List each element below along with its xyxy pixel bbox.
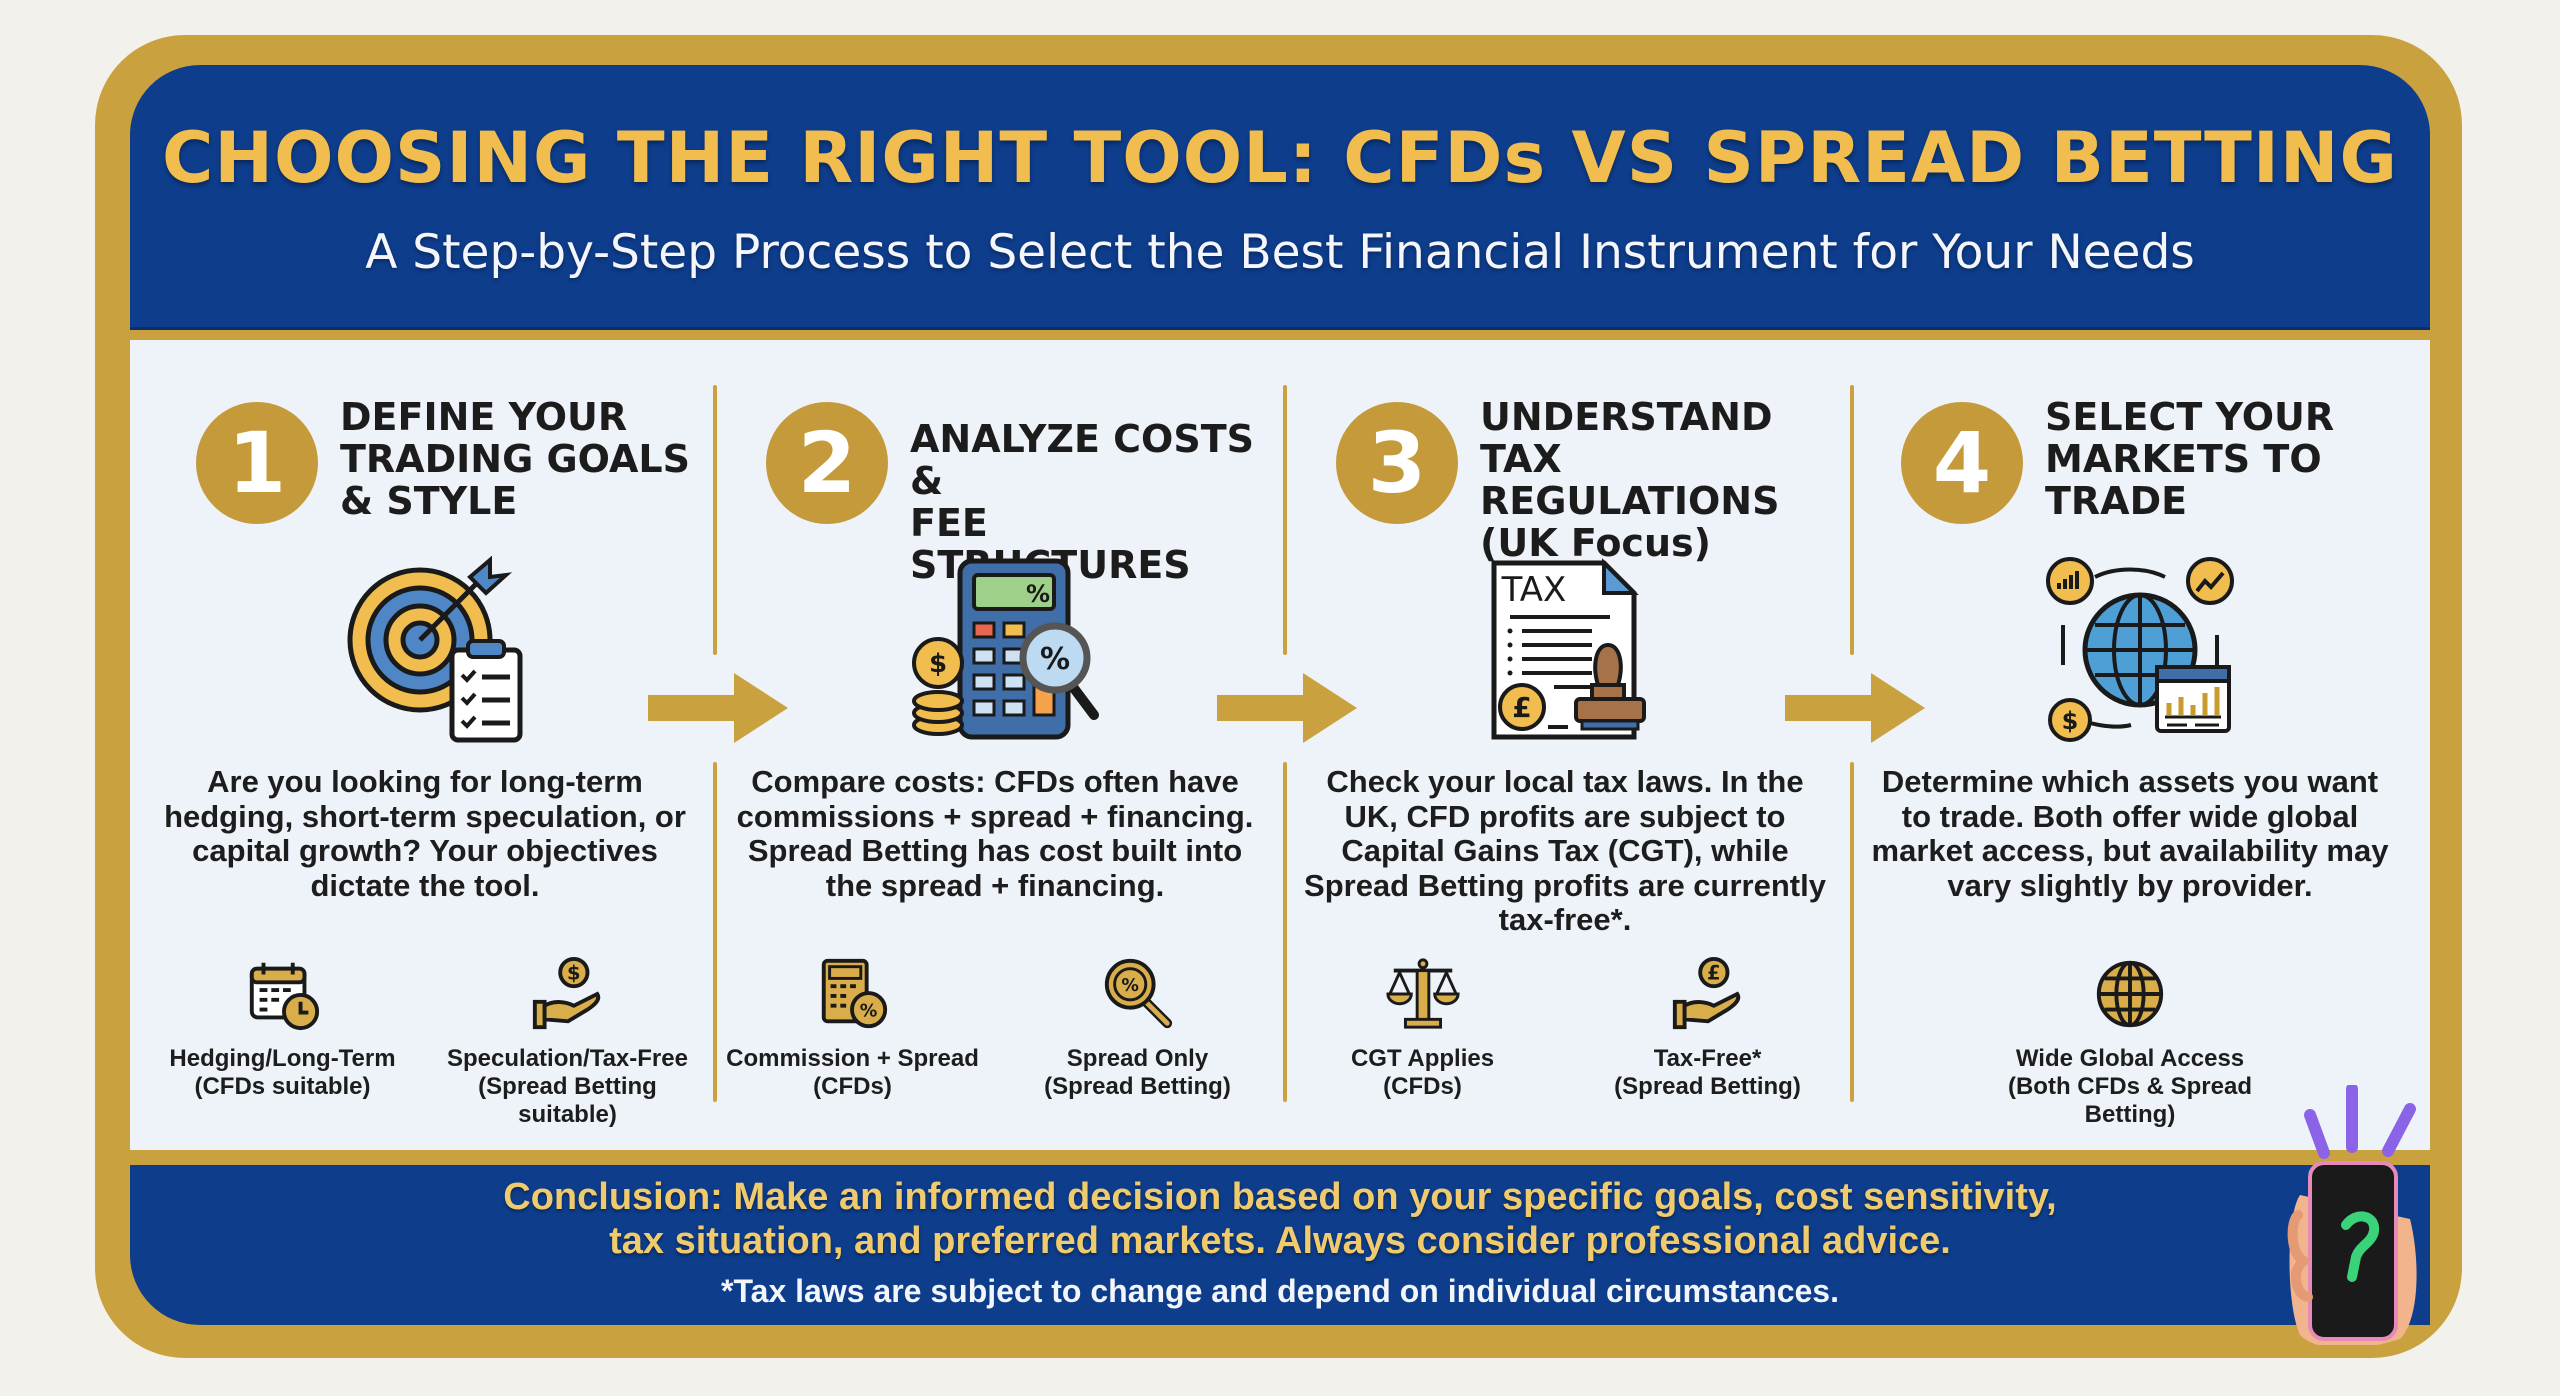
hand-phone-logo-icon (2287, 1085, 2417, 1345)
page-title: CHOOSING THE RIGHT TOOL: CFDs VS SPREAD … (162, 117, 2398, 199)
step-number-badge: 3 (1336, 402, 1458, 524)
option-hedging: Hedging/Long-Term (CFDs suitable) (148, 955, 418, 1129)
scales-icon (1385, 958, 1460, 1029)
header-banner: CHOOSING THE RIGHT TOOL: CFDs VS SPREAD … (130, 65, 2430, 327)
option-label: CGT Applies (CFDs) (1350, 1045, 1495, 1100)
svg-text:$: $ (2062, 707, 2079, 735)
option-label: Tax-Free* (Spread Betting) (1614, 1045, 1801, 1100)
tax-document-stamp-icon: TAX £ (1491, 558, 1646, 740)
option-tax-free: £ Tax-Free* (Spread Betting) (1573, 955, 1843, 1101)
step-description: Check your local tax laws. In the UK, CF… (1304, 764, 1826, 937)
step-3: 3 UNDERSTAND TAX REGULATIONS (UK Focus) … (1280, 340, 1850, 1150)
option-label: Wide Global Access (Both CFDs & Spread B… (2007, 1045, 2252, 1128)
step-2: 2 ANALYZE COSTS & FEE STRUCTURES % $ % C… (710, 340, 1280, 1150)
option-commission-spread: % Commission + Spread (CFDs) (718, 955, 988, 1101)
svg-text:TAX: TAX (1501, 570, 1567, 610)
disclaimer-text: *Tax laws are subject to change and depe… (721, 1273, 1839, 1309)
calculator-coins-magnifier-icon: % $ % (912, 558, 1099, 740)
hand-coin-pound-icon: £ (1672, 956, 1740, 1030)
svg-text:%: % (1040, 642, 1070, 677)
column-divider (713, 385, 717, 655)
option-label: Commission + Spread (CFDs) (726, 1045, 979, 1100)
page-subtitle: A Step-by-Step Process to Select the Bes… (365, 225, 2195, 280)
option-global-access: Wide Global Access (Both CFDs & Spread B… (1995, 955, 2265, 1129)
option-label: Spread Only (Spread Betting) (1044, 1045, 1231, 1100)
svg-text:£: £ (1707, 961, 1721, 984)
conclusion-banner: Conclusion: Make an informed decision ba… (130, 1165, 2430, 1325)
calculator-percent-icon: % (821, 958, 887, 1029)
step-options: CGT Applies (CFDs) £ Tax-Free* (Spread B… (1280, 955, 1850, 1101)
globe-markets-icon: $ (2046, 557, 2234, 742)
option-label: Speculation/Tax-Free (Spread Betting sui… (447, 1045, 688, 1128)
step-number-badge: 1 (196, 402, 318, 524)
option-speculation: $ Speculation/Tax-Free (Spread Betting s… (433, 955, 703, 1129)
hand-coin-dollar-icon: $ (532, 956, 600, 1030)
arrow-right-icon (1785, 673, 1925, 743)
step-title: UNDERSTAND TAX REGULATIONS (UK Focus) (1480, 395, 1780, 565)
svg-text:£: £ (1512, 691, 1531, 724)
step-options: Hedging/Long-Term (CFDs suitable) $ Spec… (140, 955, 710, 1129)
column-divider (1850, 762, 1854, 1102)
step-description: Determine which assets you want to trade… (1871, 764, 2389, 903)
step-description: Compare costs: CFDs often have commissio… (736, 764, 1254, 903)
step-4: 4 SELECT YOUR MARKETS TO TRADE $ Determi… (1845, 340, 2415, 1150)
step-options: Wide Global Access (Both CFDs & Spread B… (1845, 955, 2415, 1129)
svg-text:$: $ (929, 649, 947, 679)
target-checklist-icon (347, 555, 523, 743)
option-spread-only: % Spread Only (Spread Betting) (1003, 955, 1273, 1101)
step-number-badge: 4 (1901, 402, 2023, 524)
option-cgt-applies: CGT Applies (CFDs) (1288, 955, 1558, 1101)
column-divider (713, 762, 717, 1102)
step-title: DEFINE YOUR TRADING GOALS & STYLE (340, 395, 690, 523)
conclusion-text: Conclusion: Make an informed decision ba… (503, 1176, 2057, 1262)
svg-text:%: % (859, 1001, 877, 1021)
step-options: % Commission + Spread (CFDs) % Spread On… (710, 955, 1280, 1101)
globe-icon (2096, 960, 2164, 1028)
svg-text:$: $ (567, 961, 581, 984)
arrow-right-icon (648, 673, 788, 743)
svg-text:%: % (1026, 580, 1050, 608)
option-label: Hedging/Long-Term (CFDs suitable) (169, 1045, 396, 1100)
calendar-clock-icon (249, 962, 319, 1031)
step-title: SELECT YOUR MARKETS TO TRADE (2045, 395, 2335, 523)
steps-panel: 1 DEFINE YOUR TRADING GOALS & STYLE Are … (130, 340, 2430, 1150)
column-divider (1283, 385, 1287, 655)
step-number-badge: 2 (766, 402, 888, 524)
step-description: Are you looking for long-term hedging, s… (164, 764, 686, 903)
step-1: 1 DEFINE YOUR TRADING GOALS & STYLE Are … (140, 340, 710, 1150)
column-divider (1850, 385, 1854, 655)
svg-text:%: % (1121, 976, 1139, 996)
magnifier-percent-icon: % (1104, 958, 1172, 1029)
column-divider (1283, 762, 1287, 1102)
arrow-right-icon (1217, 673, 1357, 743)
